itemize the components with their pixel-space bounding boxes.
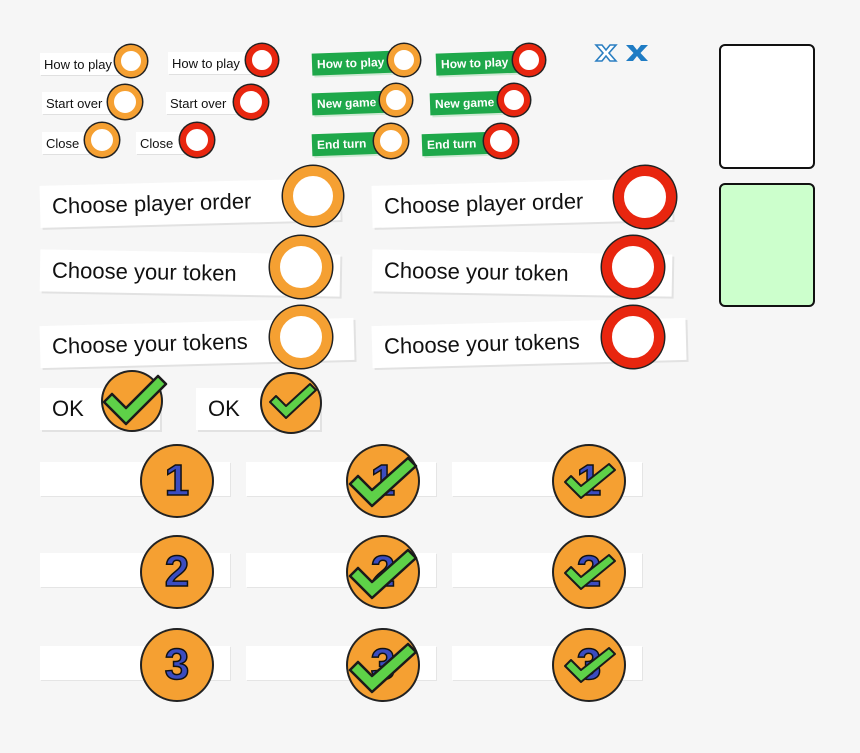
end-turn-green-button-alt[interactable]: End turn xyxy=(421,131,494,157)
red-ring-icon xyxy=(602,236,664,298)
new-game-green-button[interactable]: New game xyxy=(311,90,390,116)
choose-player-order-label: Choose player order xyxy=(51,188,252,219)
red-ring-icon xyxy=(513,44,545,76)
red-ring-icon xyxy=(234,85,268,119)
start-over-button[interactable]: Start over xyxy=(42,92,116,114)
checkmark-icon xyxy=(564,647,616,683)
choose-player-order-label: Choose player order xyxy=(383,188,584,219)
number-label: 1 xyxy=(164,455,190,506)
orange-ring-icon xyxy=(270,306,332,368)
how-to-play-label: How to play xyxy=(316,55,385,72)
orange-ring-icon xyxy=(388,44,420,76)
red-ring-icon xyxy=(498,84,530,116)
start-over-label: Start over xyxy=(170,95,227,111)
choose-your-tokens-label: Choose your tokens xyxy=(51,328,248,359)
end-turn-label: End turn xyxy=(426,136,477,153)
checkmark-icon xyxy=(564,554,616,590)
red-ring-icon xyxy=(602,306,664,368)
number-label: 3 xyxy=(164,639,190,690)
number-badge-1[interactable]: 1 xyxy=(142,446,212,516)
orange-ring-icon xyxy=(380,84,412,116)
start-over-button-alt[interactable]: Start over xyxy=(166,92,242,114)
card-green[interactable] xyxy=(719,183,815,307)
orange-ring-icon xyxy=(85,123,119,157)
how-to-play-label: How to play xyxy=(172,55,240,71)
number-badge-2[interactable]: 2 xyxy=(142,537,212,607)
checkmark-icon xyxy=(348,548,418,600)
orange-ring-icon xyxy=(270,236,332,298)
orange-ring-icon xyxy=(283,166,343,226)
number-label: 2 xyxy=(164,546,190,597)
number-badge-3[interactable]: 3 xyxy=(142,630,212,700)
checkmark-icon xyxy=(348,456,418,508)
how-to-play-button-alt[interactable]: How to play xyxy=(168,52,254,74)
choose-your-tokens-label: Choose your tokens xyxy=(383,328,580,359)
choose-your-token-label: Choose your token xyxy=(51,257,237,286)
close-label: Close xyxy=(46,135,80,151)
red-ring-icon xyxy=(484,124,518,158)
red-ring-icon xyxy=(246,44,278,76)
red-ring-icon xyxy=(614,166,676,228)
red-ring-icon xyxy=(180,123,214,157)
close-button[interactable]: Close xyxy=(42,132,92,154)
checkmark-icon xyxy=(348,642,418,694)
orange-ring-icon xyxy=(108,85,142,119)
ok-label: OK xyxy=(52,396,84,421)
how-to-play-button[interactable]: How to play xyxy=(40,53,124,75)
ok-label: OK xyxy=(208,396,240,421)
end-turn-label: End turn xyxy=(316,136,367,153)
new-game-label: New game xyxy=(316,95,377,112)
choose-your-token-label: Choose your token xyxy=(383,257,569,286)
close-button-alt[interactable]: Close xyxy=(136,132,186,154)
card-white[interactable] xyxy=(719,44,815,169)
orange-ring-icon xyxy=(374,124,408,158)
how-to-play-label: How to play xyxy=(44,56,112,72)
close-label: Close xyxy=(140,135,174,151)
close-x-outline-icon[interactable] xyxy=(594,43,618,63)
end-turn-green-button[interactable]: End turn xyxy=(311,131,384,157)
new-game-label: New game xyxy=(434,95,495,112)
checkmark-icon xyxy=(269,383,317,419)
checkmark-icon xyxy=(102,374,168,426)
start-over-label: Start over xyxy=(46,95,103,111)
close-x-icon[interactable] xyxy=(624,43,650,63)
orange-ring-icon xyxy=(115,45,147,77)
checkmark-icon xyxy=(564,463,616,499)
how-to-play-label: How to play xyxy=(440,55,509,72)
